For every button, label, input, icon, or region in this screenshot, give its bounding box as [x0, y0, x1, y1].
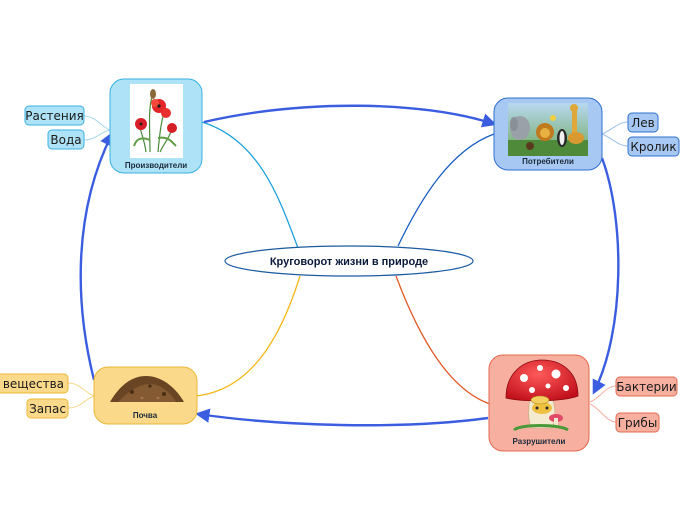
node-soil-label: Почва: [133, 411, 158, 420]
leaf-connector-plants: [83, 115, 111, 131]
leaf-connector-water: [83, 129, 111, 141]
central-topic-label: Круговорот жизни в природе: [270, 256, 428, 268]
leaf-connector-substances: [67, 382, 95, 397]
leaf-lion-label: Лев: [631, 116, 654, 130]
cycle-arrow-consumers-to-decomposers: [592, 157, 620, 395]
leaf-fungi[interactable]: Грибы: [615, 412, 660, 433]
node-producers-label: Производители: [125, 161, 187, 170]
branch-soil: [195, 275, 301, 397]
leaf-fungi-label: Грибы: [618, 416, 658, 430]
leaf-water-label: Вода: [50, 133, 81, 147]
leaf-plants[interactable]: Растения: [24, 105, 85, 126]
node-consumers[interactable]: Потребители: [493, 97, 603, 171]
leaf-bacteria[interactable]: Бактерии: [615, 376, 678, 397]
leaf-connector-fungi: [589, 403, 617, 423]
branch-consumers: [397, 133, 495, 247]
poppy-flowers-icon: [130, 84, 183, 158]
leaf-reserve[interactable]: Запас: [26, 398, 69, 419]
jungle-animals-icon: [508, 103, 588, 156]
red-mushroom-icon: [505, 359, 579, 432]
leaf-substances-label: е вещества: [0, 377, 64, 391]
leaf-rabbit[interactable]: Кролик: [627, 136, 680, 157]
leaf-reserve-label: Запас: [29, 402, 66, 416]
node-producers[interactable]: Производители: [109, 78, 203, 174]
leaf-lion[interactable]: Лев: [627, 112, 659, 133]
cycle-arrow-producers-to-consumers: [203, 104, 497, 128]
soil-pile-icon: [110, 376, 184, 402]
leaf-substances[interactable]: е вещества: [0, 373, 69, 394]
leaf-rabbit-label: Кролик: [630, 140, 676, 154]
cycle-arrow-decomposers-to-soil: [195, 408, 489, 427]
node-soil[interactable]: Почва: [93, 366, 198, 425]
node-consumers-label: Потребители: [522, 157, 574, 166]
leaf-plants-label: Растения: [25, 109, 83, 123]
leaf-connector-bacteria: [589, 385, 617, 403]
leaf-water[interactable]: Вода: [47, 129, 85, 150]
branch-producers: [201, 121, 299, 249]
node-decomposers-label: Разрушители: [513, 437, 566, 446]
leaf-connector-reserve: [67, 395, 95, 409]
leaf-bacteria-label: Бактерии: [616, 380, 676, 394]
central-topic[interactable]: Круговорот жизни в природе: [224, 245, 474, 277]
leaf-connector-lion: [601, 121, 629, 135]
cycle-arrow-soil-to-producers: [79, 131, 114, 381]
node-decomposers[interactable]: Разрушители: [488, 354, 590, 452]
branch-decomposers: [395, 275, 491, 405]
leaf-connector-rabbit: [601, 133, 629, 147]
